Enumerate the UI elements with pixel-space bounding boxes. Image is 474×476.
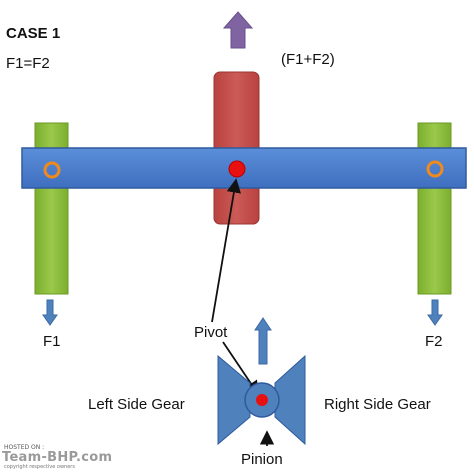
right-side-gear (274, 354, 306, 446)
left-side-gear-label: Left Side Gear (88, 396, 185, 413)
pinion-label: Pinion (241, 451, 283, 468)
right-pin-ring (426, 160, 444, 178)
watermark-copyright: copyright respective owners (4, 464, 75, 470)
pivot-dot-beam (228, 160, 246, 178)
f1-down-arrow (42, 299, 58, 326)
sum-force-label: (F1+F2) (281, 51, 335, 68)
case-title: CASE 1 (6, 25, 61, 42)
left-side-gear (217, 354, 251, 446)
watermark-logo: HOSTED ON : Team-BHP.com copyright respe… (2, 444, 134, 470)
f1-label: F1 (43, 333, 61, 350)
force-equation: F1=F2 (6, 55, 50, 72)
watermark-hosted-text: HOSTED ON : (4, 444, 45, 451)
resultant-force-arrow (222, 11, 254, 49)
f2-label: F2 (425, 333, 443, 350)
pivot-dot-pinion (256, 394, 268, 406)
pinion-up-arrow (254, 317, 272, 365)
pivot-pointer-up (211, 178, 241, 323)
left-pin-ring (43, 161, 61, 179)
right-side-gear-label: Right Side Gear (324, 396, 431, 413)
f2-down-arrow (427, 299, 443, 326)
pivot-label: Pivot (194, 324, 228, 341)
watermark-brand: Team-BHP.com (2, 450, 113, 465)
